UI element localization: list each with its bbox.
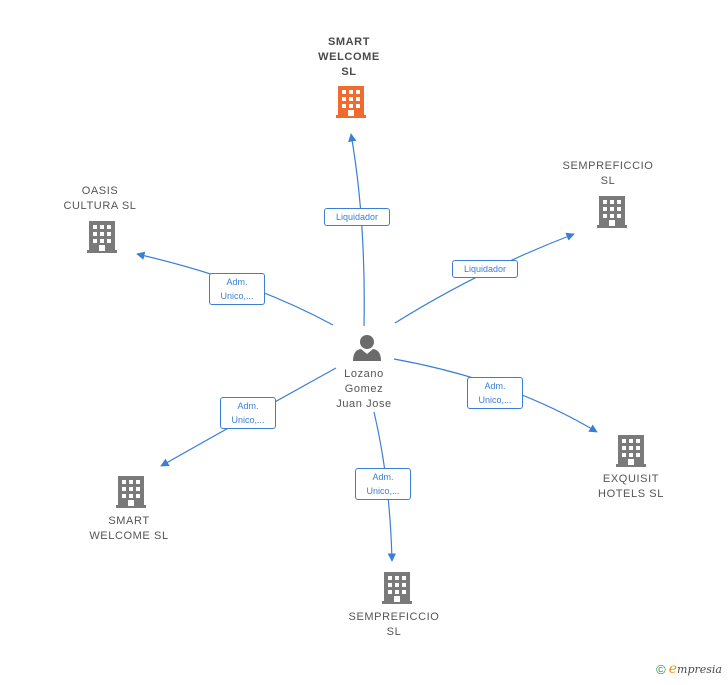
node-label: SMART WELCOME SL <box>89 515 169 542</box>
node-label: Lozano Gomez Juan Jose <box>336 368 392 410</box>
node-oasis-cultura[interactable]: OASIS CULTURA SL <box>50 184 150 214</box>
node-sempreficcio-right[interactable]: SEMPREFICCIO SL <box>552 159 664 189</box>
building-icon <box>336 86 366 118</box>
brand-initial: e <box>668 661 678 677</box>
building-icon <box>87 221 117 253</box>
edge-label-liquidador[interactable]: Liquidador <box>324 208 390 226</box>
building-icon <box>616 435 646 467</box>
brand-mark: © empresia <box>656 661 722 677</box>
brand-name: mpresia <box>677 663 722 676</box>
node-label: EXQUISIT HOTELS SL <box>598 473 664 500</box>
edge-label-adm-unico[interactable]: Adm. Unico,... <box>467 377 523 409</box>
edge-label-liquidador[interactable]: Liquidador <box>452 260 518 278</box>
building-icon <box>116 476 146 508</box>
brand-logo: empresia <box>669 661 722 677</box>
node-person-lozano-gomez[interactable]: Lozano Gomez Juan Jose <box>319 367 409 412</box>
node-exquisit-hotels[interactable]: EXQUISIT HOTELS SL <box>579 472 683 502</box>
node-smart-welcome-bottom[interactable]: SMART WELCOME SL <box>76 514 182 544</box>
edge-to-sempreficcio-right <box>394 232 575 324</box>
node-label: SEMPREFICCIO SL <box>348 611 440 638</box>
edge-to-smart-welcome-top <box>348 133 365 327</box>
node-smart-welcome-top[interactable]: SMART WELCOME SL <box>299 35 399 80</box>
building-icon <box>597 196 627 228</box>
node-sempreficcio-bottom[interactable]: SEMPREFICCIO SL <box>338 610 450 640</box>
node-label: SMART WELCOME SL <box>318 36 380 78</box>
edge-label-adm-unico[interactable]: Adm. Unico,... <box>220 397 276 429</box>
edge-label-adm-unico[interactable]: Adm. Unico,... <box>209 273 265 305</box>
building-icon <box>382 572 412 604</box>
node-label: OASIS CULTURA SL <box>63 185 137 212</box>
person-icon <box>353 335 381 361</box>
node-label: SEMPREFICCIO SL <box>562 160 654 187</box>
edge-label-adm-unico[interactable]: Adm. Unico,... <box>355 468 411 500</box>
copyright-icon: © <box>656 661 666 677</box>
